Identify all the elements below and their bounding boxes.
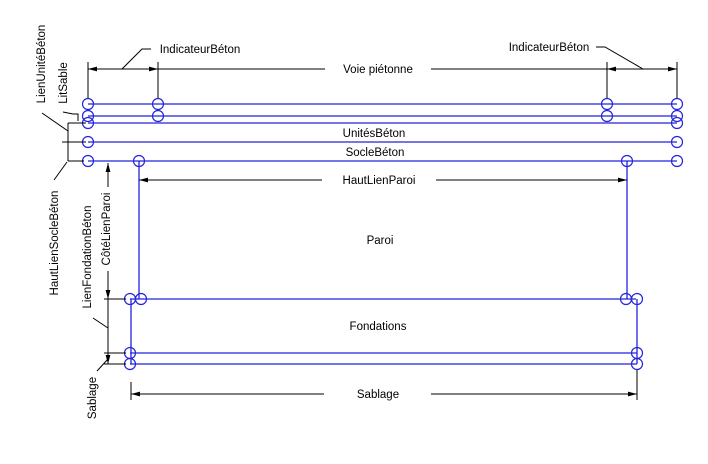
grip xyxy=(134,292,148,306)
dim-arrow xyxy=(105,163,111,172)
grip xyxy=(600,109,614,123)
dim-arrow xyxy=(88,66,97,72)
structure-elements xyxy=(88,103,677,365)
grip xyxy=(600,97,614,111)
lien-fondation-beton-leader xyxy=(92,317,109,329)
dimension-annotations xyxy=(41,46,678,400)
grip xyxy=(670,116,684,130)
grip xyxy=(151,97,165,111)
grip xyxy=(670,97,684,111)
indicateur-beton-right-label: IndicateurBéton xyxy=(509,42,590,54)
grip xyxy=(630,357,644,371)
fondations-label: Fondations xyxy=(350,321,407,333)
grip xyxy=(151,109,165,123)
lit-sable-leader xyxy=(62,111,79,121)
grip xyxy=(670,135,684,149)
dim-arrow xyxy=(149,66,158,72)
grip xyxy=(670,109,684,123)
lien-fondation-beton-label: LienFondationBéton xyxy=(82,206,94,309)
haut-lien-socle-beton-label: HautLienSocleBéton xyxy=(49,191,61,296)
grip xyxy=(630,292,644,306)
grip xyxy=(81,97,95,111)
grip xyxy=(670,154,684,168)
sablage-left-leader xyxy=(96,358,109,372)
sablage-dim-label: Sablage xyxy=(357,389,399,401)
dim-arrow xyxy=(668,66,677,72)
lien-unite-beton-label: LienUnitéBéton xyxy=(36,25,48,104)
indicateur-beton-left-leader xyxy=(121,48,151,70)
grip xyxy=(81,109,95,123)
dim-arrow xyxy=(105,290,111,299)
grip xyxy=(132,154,146,168)
sablage-rotated-label: Sablage xyxy=(87,377,99,419)
indicateur-beton-right-leader xyxy=(596,46,644,70)
dim-arrow xyxy=(139,177,148,183)
haut-lien-paroi-label: HautLienParoi xyxy=(343,175,416,187)
cote-lien-paroi-label: CôtéLienParoi xyxy=(101,193,113,266)
dim-arrow xyxy=(628,391,637,397)
dim-arrow xyxy=(607,66,616,72)
socle-beton-label: SocleBéton xyxy=(346,147,405,159)
grip xyxy=(620,154,634,168)
haut-lien-socle-beton-leader xyxy=(53,161,68,181)
unites-beton-label: UnitésBéton xyxy=(343,128,406,140)
lit-sable-label: LitSable xyxy=(58,62,70,104)
voie-pietonne-label: Voie piétonne xyxy=(343,64,413,76)
indicateur-beton-left-label: IndicateurBéton xyxy=(160,44,241,56)
dim-arrow xyxy=(618,177,627,183)
dim-arrow xyxy=(131,391,140,397)
diagram-labels: IndicateurBéton IndicateurBéton Voie pié… xyxy=(36,25,589,419)
paroi-label: Paroi xyxy=(367,235,394,247)
lien-unite-beton-leader xyxy=(41,112,69,132)
